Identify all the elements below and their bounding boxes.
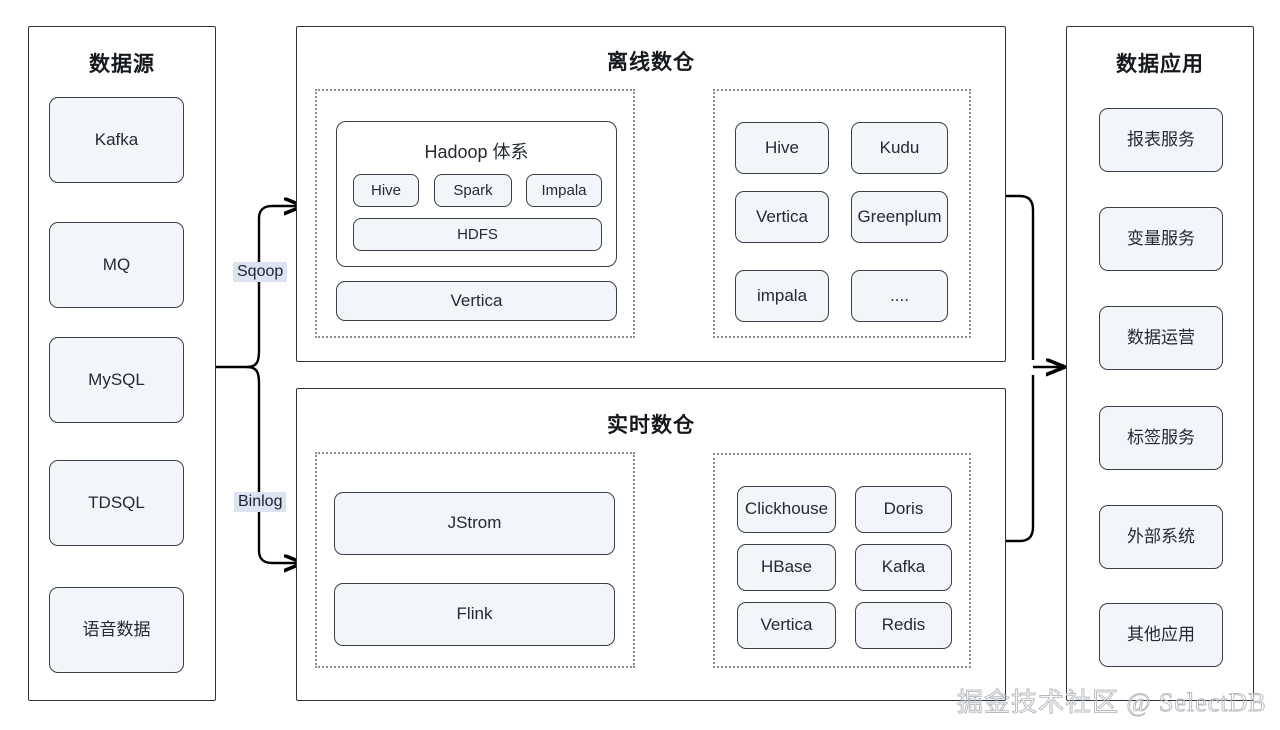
data-source-item-tdsql[interactable]: TDSQL: [49, 460, 184, 546]
node-label: 数据运营: [1127, 327, 1195, 347]
node-label: MySQL: [88, 369, 145, 389]
node-label: HBase: [760, 557, 813, 577]
node-label: Vertica: [760, 615, 813, 635]
hadoop-engine-impala[interactable]: Impala: [526, 174, 602, 207]
data-application-item-variable-service[interactable]: 变量服务: [1099, 207, 1223, 271]
hadoop-engine-spark[interactable]: Spark: [434, 174, 512, 207]
data-application-item-tag-service[interactable]: 标签服务: [1099, 406, 1223, 470]
realtime-warehouse-title: 实时数仓: [607, 414, 695, 437]
watermark: 掘金技术社区 @ SelectDB: [957, 688, 1267, 718]
offline-storage-kudu[interactable]: Kudu: [851, 122, 948, 174]
wire-offline-out: [1006, 194, 1035, 360]
offline-warehouse-title: 离线数仓: [607, 51, 695, 74]
node-label: Kudu: [879, 137, 920, 157]
offline-storage-vertica[interactable]: Vertica: [735, 191, 829, 243]
offline-compute-container: [315, 89, 635, 338]
realtime-compute-flink[interactable]: Flink: [334, 583, 615, 646]
node-label: Vertica: [450, 290, 503, 310]
node-label: HDFS: [457, 225, 498, 243]
offline-storage-container: [713, 89, 971, 338]
wire-sqoop: [246, 206, 302, 369]
node-label: 变量服务: [1127, 228, 1195, 248]
realtime-storage-container: [713, 453, 971, 668]
edge-label-sqoop: Sqoop: [233, 262, 288, 282]
node-label: Impala: [541, 181, 587, 199]
realtime-storage-clickhouse[interactable]: Clickhouse: [737, 486, 836, 533]
node-label: impala: [756, 285, 808, 305]
offline-compute-vertica[interactable]: Vertica: [336, 281, 617, 321]
realtime-storage-kafka[interactable]: Kafka: [855, 544, 952, 591]
node-label: Vertica: [756, 206, 808, 226]
node-label: Redis: [881, 615, 926, 635]
data-application-item-external-system[interactable]: 外部系统: [1099, 505, 1223, 569]
wire-realtime-out: [1006, 375, 1035, 543]
node-label: 标签服务: [1127, 427, 1195, 447]
realtime-storage-hbase[interactable]: HBase: [737, 544, 836, 591]
realtime-compute-container: [315, 452, 635, 668]
offline-storage-other[interactable]: ....: [851, 270, 948, 322]
data-source-item-mq[interactable]: MQ: [49, 222, 184, 308]
offline-storage-impala[interactable]: impala: [735, 270, 829, 322]
wire-binlog: [246, 365, 302, 563]
hadoop-group-title: Hadoop 体系: [424, 142, 529, 162]
node-label: 语音数据: [82, 619, 151, 639]
data-application-item-report-service[interactable]: 报表服务: [1099, 108, 1223, 172]
node-label: JStrom: [447, 513, 502, 533]
data-source-title: 数据源: [89, 53, 155, 76]
data-source-item-kafka[interactable]: Kafka: [49, 97, 184, 183]
node-label: 其他应用: [1127, 624, 1195, 644]
node-label: Doris: [883, 499, 924, 519]
node-label: 报表服务: [1127, 129, 1195, 149]
node-label: Flink: [456, 604, 493, 624]
realtime-storage-redis[interactable]: Redis: [855, 602, 952, 649]
node-label: MQ: [102, 254, 131, 274]
node-label: TDSQL: [88, 492, 145, 512]
node-label: 外部系统: [1127, 526, 1195, 546]
realtime-storage-doris[interactable]: Doris: [855, 486, 952, 533]
node-label: Hive: [370, 181, 401, 199]
node-label: ....: [890, 285, 909, 305]
data-source-item-voice-data[interactable]: 语音数据: [49, 587, 184, 673]
realtime-storage-vertica[interactable]: Vertica: [737, 602, 836, 649]
hadoop-storage-hdfs[interactable]: HDFS: [353, 218, 602, 251]
data-application-item-other-application[interactable]: 其他应用: [1099, 603, 1223, 667]
data-application-title: 数据应用: [1116, 53, 1204, 76]
offline-storage-hive[interactable]: Hive: [735, 122, 829, 174]
node-label: Hive: [764, 137, 799, 157]
node-label: Clickhouse: [744, 499, 829, 519]
node-label: Kafka: [881, 557, 926, 577]
hadoop-engine-hive[interactable]: Hive: [353, 174, 419, 207]
offline-storage-greenplum[interactable]: Greenplum: [851, 191, 948, 243]
node-label: Kafka: [94, 129, 139, 149]
node-label: Greenplum: [857, 206, 942, 226]
node-label: Spark: [453, 181, 493, 199]
data-source-item-mysql[interactable]: MySQL: [49, 337, 184, 423]
realtime-compute-jstrom[interactable]: JStrom: [334, 492, 615, 555]
data-application-item-data-operation[interactable]: 数据运营: [1099, 306, 1223, 370]
edge-label-binlog: Binlog: [234, 492, 287, 512]
